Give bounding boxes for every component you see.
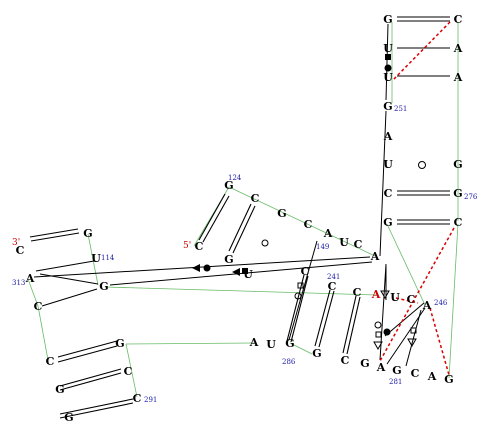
nucleotide: C bbox=[124, 365, 133, 378]
nucleotide: A bbox=[427, 370, 437, 383]
nucleotide: U bbox=[266, 338, 276, 351]
nucleotide: C bbox=[454, 216, 463, 229]
open-square-symbol bbox=[297, 282, 304, 289]
nucleotide: G bbox=[392, 364, 401, 377]
residue-number: 276 bbox=[464, 193, 477, 201]
nucleotide: A bbox=[453, 71, 463, 84]
residue-number: 114 bbox=[101, 254, 115, 262]
nucleotide: A bbox=[323, 227, 333, 240]
residue-number: 246 bbox=[434, 299, 448, 307]
nucleotide: G bbox=[312, 347, 321, 360]
open-circle-symbol bbox=[261, 239, 269, 247]
residue-number: 124 bbox=[228, 174, 242, 182]
nucleotide: G bbox=[360, 357, 369, 370]
open-square-symbol bbox=[410, 327, 417, 334]
nucleotide: G bbox=[383, 13, 392, 26]
open-triangle-symbol bbox=[380, 290, 390, 300]
filled-circle-symbol bbox=[384, 64, 392, 72]
open-triangle-symbol bbox=[373, 341, 383, 351]
backbone-lines bbox=[27, 22, 459, 398]
open-circle-symbol bbox=[374, 321, 382, 329]
base-pair-lines bbox=[29, 16, 450, 419]
nucleotide: U bbox=[383, 71, 393, 84]
tertiary-interaction-lines bbox=[33, 23, 426, 367]
nucleotide: G bbox=[83, 227, 92, 240]
nucleotide-overlap: C bbox=[412, 368, 421, 381]
nucleotide: C bbox=[195, 240, 204, 253]
nucleotide: A bbox=[376, 361, 386, 374]
nucleotide: U bbox=[339, 236, 349, 249]
nucleotide: G bbox=[64, 411, 73, 424]
strand-end-labels: 3' 5' bbox=[12, 238, 191, 251]
nucleotide: G bbox=[383, 216, 392, 229]
nucleotide: C bbox=[454, 13, 463, 26]
nucleotide: C bbox=[354, 238, 363, 251]
filled-circle-symbol bbox=[383, 328, 391, 336]
three-prime-end-label: 3' bbox=[12, 238, 20, 248]
nucleotide: A bbox=[249, 336, 259, 349]
residue-number: 251 bbox=[394, 105, 407, 113]
filled-circle-symbol bbox=[203, 264, 211, 272]
triangle-arrow-symbol bbox=[192, 264, 200, 272]
nucleotide: G bbox=[99, 280, 108, 293]
nucleotide: G bbox=[383, 100, 392, 113]
residue-number: 291 bbox=[144, 396, 157, 404]
nucleotide: C bbox=[304, 218, 313, 231]
red-dashed-interactions bbox=[379, 21, 455, 376]
nucleotide: G bbox=[277, 207, 286, 220]
nucleotide: U bbox=[91, 252, 101, 265]
residue-number: 241 bbox=[327, 273, 340, 281]
nucleotide: C bbox=[301, 265, 310, 278]
open-circle-symbol bbox=[418, 161, 426, 169]
nucleotide: C bbox=[133, 392, 142, 405]
nucleotide: C bbox=[46, 355, 55, 368]
nucleotide: A bbox=[422, 299, 432, 312]
nucleotide: U bbox=[390, 291, 400, 304]
nucleotide: C bbox=[384, 187, 393, 200]
nucleotide: C bbox=[407, 293, 416, 306]
nucleotide: G bbox=[444, 373, 453, 386]
five-prime-end-label: 5' bbox=[183, 241, 191, 251]
nucleotide: G bbox=[115, 337, 124, 350]
residue-number: 313 bbox=[12, 279, 25, 287]
residue-number: 281 bbox=[389, 378, 402, 386]
filled-square-symbol bbox=[242, 268, 248, 274]
nucleotide: G bbox=[55, 383, 64, 396]
nucleotide: C bbox=[328, 280, 337, 293]
nucleotide: G bbox=[224, 179, 233, 192]
triangle-arrow-symbol bbox=[232, 268, 240, 276]
interaction-symbols bbox=[192, 54, 426, 351]
nucleotide: C bbox=[34, 300, 43, 313]
nucleotide: G bbox=[453, 187, 462, 200]
nucleotide: U bbox=[383, 42, 393, 55]
nucleotide-highlighted: A bbox=[371, 288, 381, 301]
nucleotide: A bbox=[453, 42, 463, 55]
nucleotide: G bbox=[453, 158, 462, 171]
residue-number: 286 bbox=[282, 358, 296, 366]
open-circle-symbol bbox=[294, 292, 302, 300]
nucleotide: U bbox=[243, 268, 253, 281]
nucleotide: A bbox=[25, 272, 35, 285]
nucleotide: G bbox=[224, 253, 233, 266]
open-square-symbol bbox=[375, 331, 382, 338]
nucleotide: A bbox=[383, 130, 393, 143]
open-triangle-symbol bbox=[407, 338, 417, 348]
residue-numbers: 251 276 124 149 114 313 241 246 286 281 … bbox=[12, 105, 477, 404]
nucleotide: G bbox=[285, 337, 294, 350]
nucleotide: C bbox=[251, 192, 260, 205]
residue-number: 149 bbox=[316, 243, 329, 251]
filled-square-symbol bbox=[385, 54, 391, 60]
nucleotide: C bbox=[341, 354, 350, 367]
nucleotide: A bbox=[370, 250, 380, 263]
nucleotides: G C U A U A G A U G C G G C G C G C A C … bbox=[16, 13, 463, 424]
nucleotide: C bbox=[353, 286, 362, 299]
nucleotide: C bbox=[411, 367, 420, 380]
nucleotide: U bbox=[383, 158, 393, 171]
nucleotide: C bbox=[16, 244, 25, 257]
